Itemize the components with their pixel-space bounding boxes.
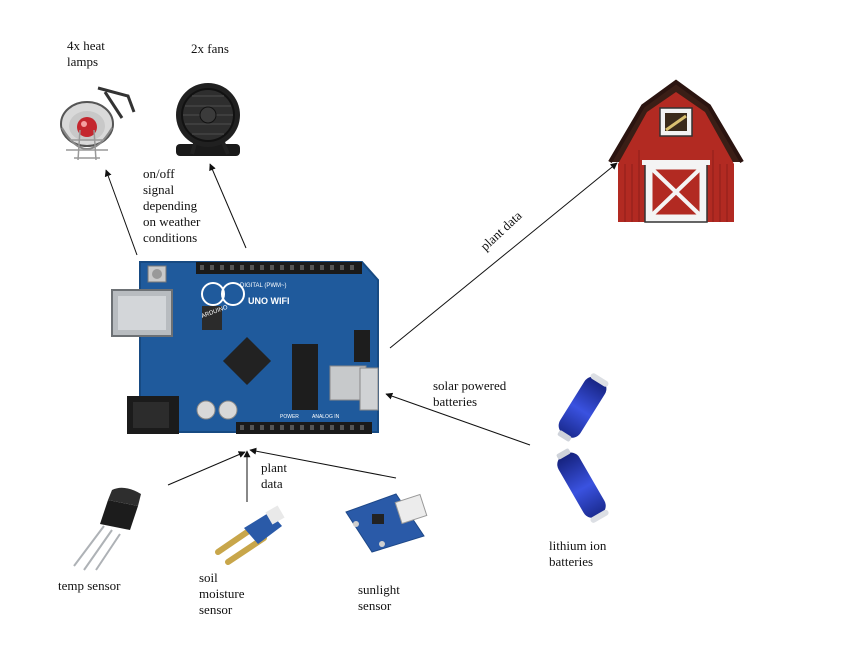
solar-label: solar powered batteries	[433, 378, 507, 409]
arrow-temp-to-board	[167, 451, 246, 486]
arrow-board-to-lamps	[104, 169, 138, 256]
arrow-batteries-to-board	[385, 392, 531, 446]
soil-sensor-label: soil moisture sensor	[199, 570, 245, 617]
arrows	[104, 162, 618, 502]
arrow-sunlight-to-board	[249, 447, 397, 479]
sunlight-sensor-label: sunlight sensor	[358, 582, 400, 613]
barn-icon	[608, 79, 744, 223]
signal-label: on/off signal depending on weather condi…	[143, 166, 201, 245]
temp-sensor-icon	[73, 487, 141, 571]
board-analog-label: ANALOG IN	[312, 414, 340, 420]
plant-data-top-label: plant data	[477, 208, 525, 254]
sunlight-sensor-icon	[345, 493, 428, 553]
battery-icon	[556, 373, 609, 523]
plant-data-bottom-label: plant data	[261, 460, 287, 491]
fan-icon	[176, 83, 240, 156]
board-digital-label: DIGITAL (PWM~)	[240, 283, 287, 289]
heat-lamp-icon	[60, 86, 136, 161]
board-power-label: POWER	[280, 414, 299, 420]
lithium-label: lithium ion batteries	[549, 538, 607, 569]
arrow-board-to-fans	[209, 163, 247, 249]
soil-moisture-sensor-icon	[215, 505, 285, 565]
arrow-board-to-barn	[389, 162, 618, 349]
board-model-label: UNO WIFI	[248, 296, 290, 306]
arduino-board-icon: DIGITAL (PWM~) ARDUINO UNO WIFI POWER AN…	[111, 261, 379, 434]
heat-lamps-label: 4x heat lamps	[67, 38, 105, 69]
fans-label: 2x fans	[191, 41, 229, 56]
temp-sensor-label: temp sensor	[58, 578, 121, 593]
